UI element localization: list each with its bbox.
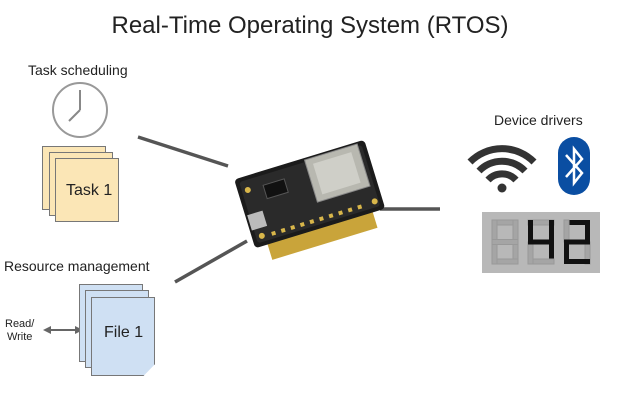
device-drivers-label: Device drivers (494, 112, 583, 128)
write-label: Write (6, 331, 33, 343)
connector-task-scheduling (137, 135, 229, 168)
wifi-icon (467, 145, 537, 193)
display-segment (528, 220, 533, 242)
display-segment (527, 241, 534, 265)
display-segment (564, 220, 590, 225)
clock-icon (52, 82, 108, 138)
display-segment (491, 219, 498, 243)
bluetooth-icon (558, 137, 590, 195)
resource-management-label: Resource management (4, 258, 150, 274)
display-segment (491, 241, 498, 265)
read-write-arrow-icon (43, 326, 83, 334)
display-segment (528, 239, 554, 245)
file-card: File 1 (91, 297, 155, 376)
display-segment (549, 220, 554, 242)
task-card: Task 1 (55, 158, 119, 222)
task-card-label: Task 1 (66, 182, 113, 199)
read-label: Read/ (5, 318, 35, 330)
connector-resource-management (174, 239, 248, 284)
display-segment (564, 259, 590, 264)
display-segment (549, 242, 554, 264)
display-segment (512, 219, 519, 243)
task-scheduling-label: Task scheduling (28, 62, 128, 78)
file-card-label: File 1 (104, 324, 144, 341)
microcontroller-board-image (235, 140, 385, 260)
display-segment (491, 239, 519, 245)
display-segment (564, 242, 569, 264)
display-segment (585, 220, 590, 242)
display-segment (564, 239, 590, 245)
diagram-title: Real-Time Operating System (RTOS) (111, 12, 509, 39)
display-segment (563, 219, 570, 243)
